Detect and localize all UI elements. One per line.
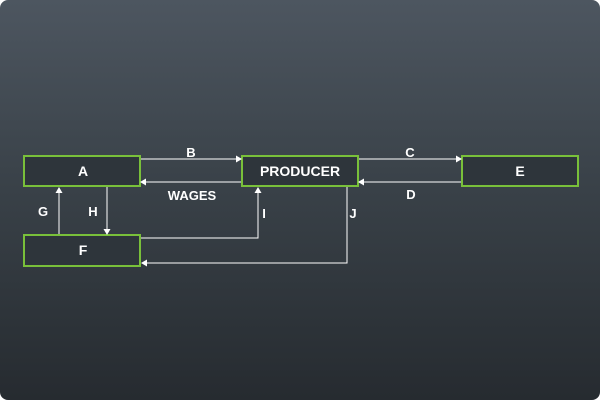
node-producer-label: PRODUCER [260, 163, 340, 179]
node-e-label: E [515, 163, 524, 179]
node-f-box [23, 234, 141, 267]
node-a-box [23, 155, 141, 187]
arrow-g [55, 187, 63, 234]
edge-label-c: C [405, 145, 415, 160]
edge-label-j: J [349, 206, 356, 221]
arrow-wages [140, 178, 241, 186]
node-e-box [461, 155, 579, 187]
node-a-label: A [78, 163, 88, 179]
arrow-j [141, 187, 348, 267]
arrow-i [141, 187, 262, 239]
edge-label-wages: WAGES [168, 188, 217, 203]
edge-label-h: H [88, 204, 97, 219]
arrow-c [359, 155, 462, 163]
arrow-d [358, 178, 461, 186]
arrow-b [141, 155, 242, 163]
node-f-label: F [79, 242, 88, 258]
arrow-h [103, 187, 111, 235]
edge-label-g: G [38, 204, 48, 219]
edge-label-d: D [406, 187, 415, 202]
edge-label-b: B [186, 145, 195, 160]
node-producer-box [241, 155, 359, 187]
edge-label-i: I [262, 206, 266, 221]
